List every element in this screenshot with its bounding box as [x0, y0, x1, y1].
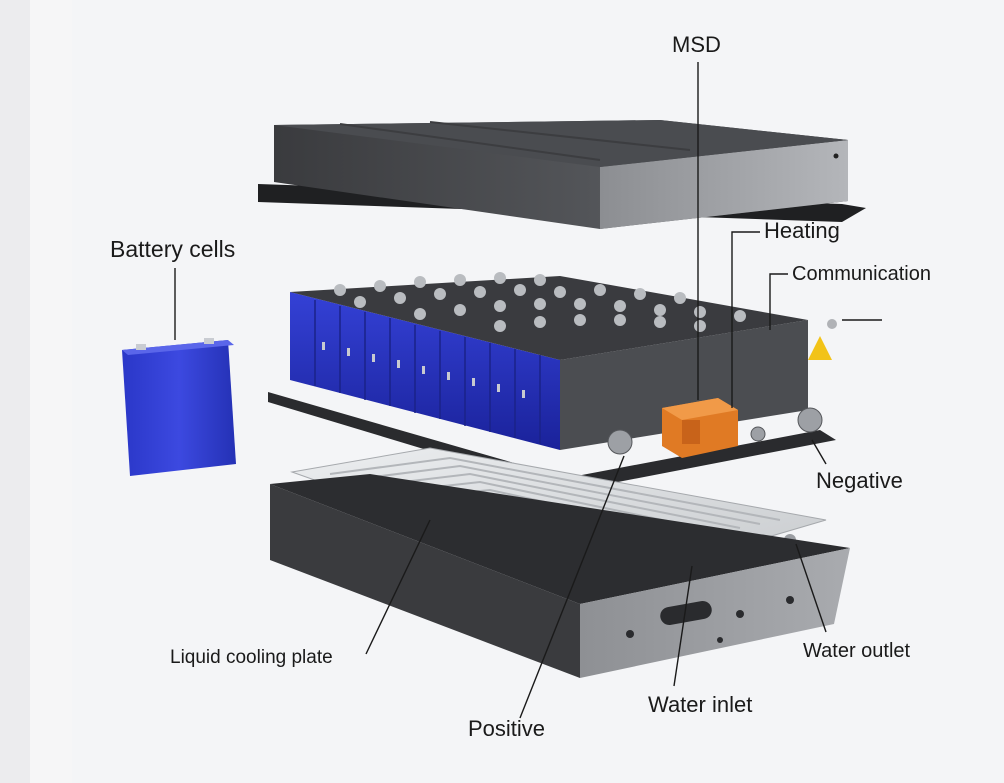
label-battery-cells: Battery cells [110, 236, 236, 262]
label-water-inlet: Water inlet [648, 692, 753, 717]
label-communication: Communication [792, 263, 931, 285]
leader-lines [174, 62, 882, 719]
top-cover-lid [258, 120, 866, 229]
left-margin-strip-inner [30, 0, 72, 783]
label-msd: MSD [672, 32, 721, 57]
bottom-tray-housing [270, 474, 850, 678]
msd-connector [662, 398, 738, 458]
label-negative: Negative [816, 468, 903, 493]
left-margin-strip [0, 0, 30, 783]
label-positive: Positive [468, 716, 546, 741]
single-battery-cell [122, 338, 236, 476]
label-heating: Heating [764, 218, 840, 243]
label-water-outlet: Water outlet [803, 640, 911, 662]
warning-triangle-icon [808, 336, 832, 360]
battery-module [268, 272, 837, 492]
label-liquid-cooling-plate: Liquid cooling plate [170, 647, 333, 668]
